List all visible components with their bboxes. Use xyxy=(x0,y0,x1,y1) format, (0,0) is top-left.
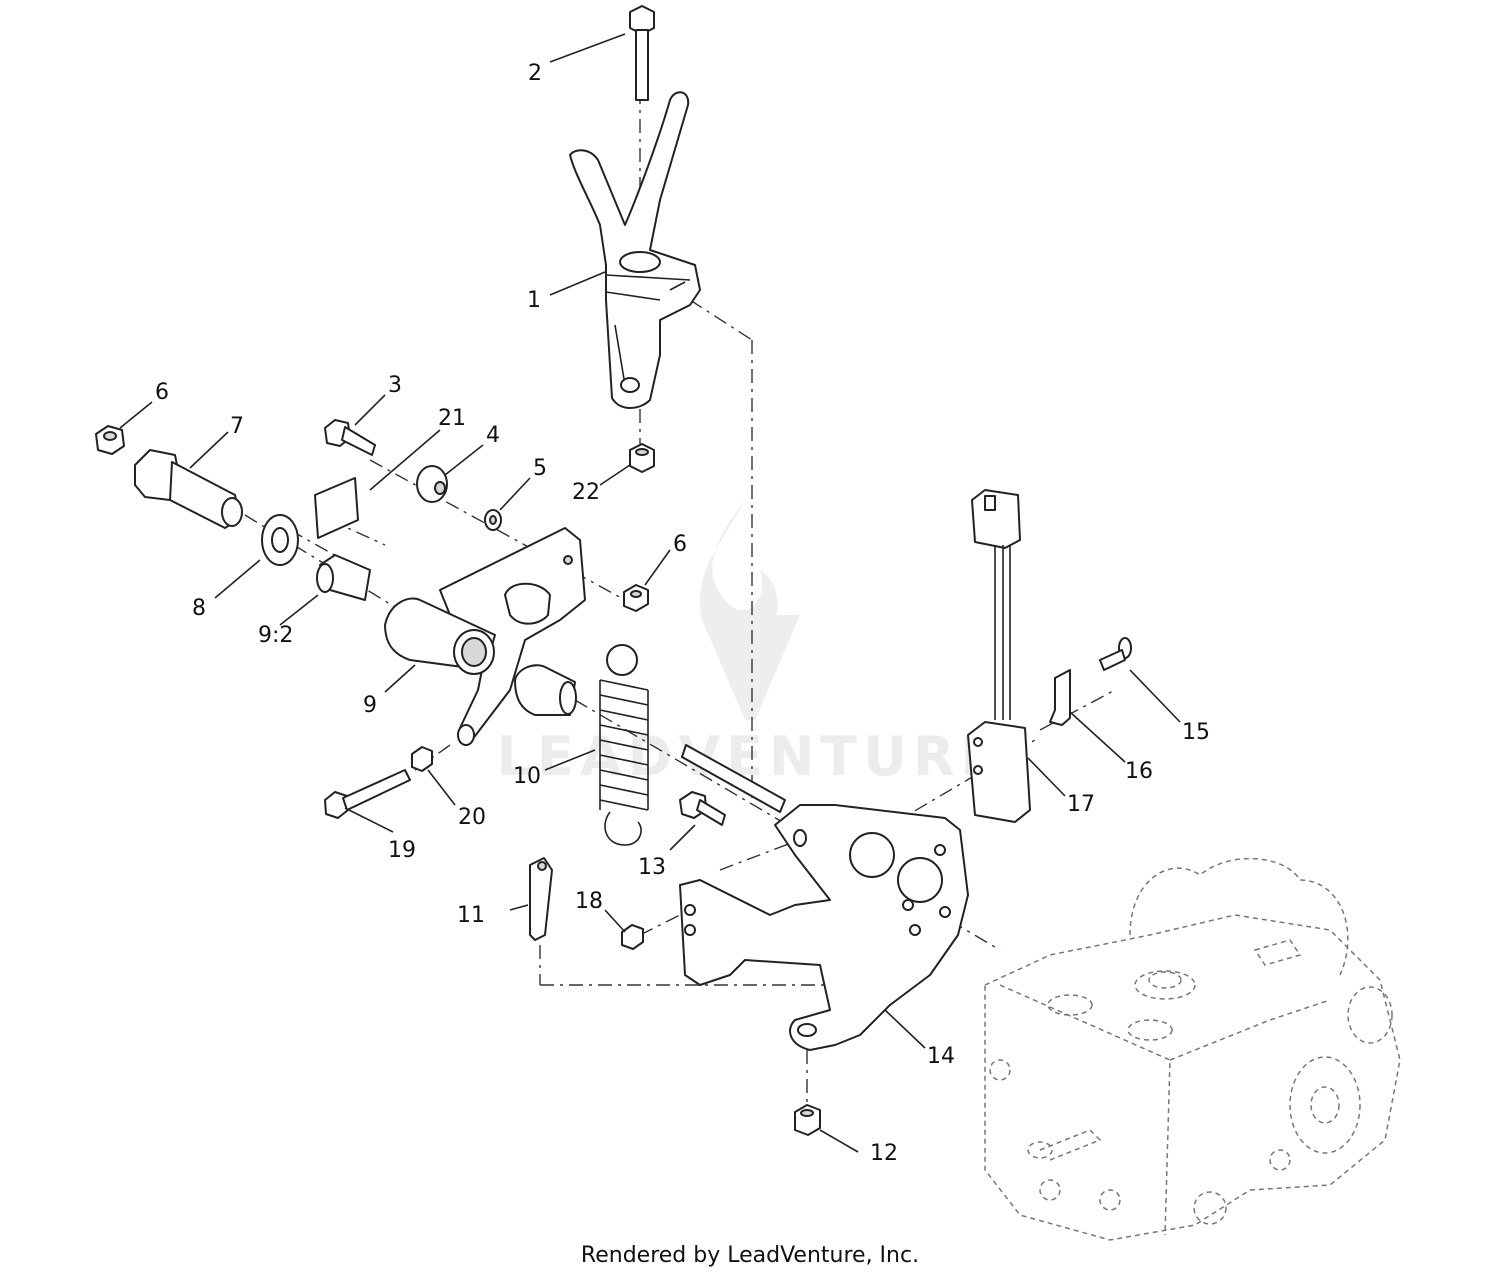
callout-10: 10 xyxy=(513,764,541,789)
part-20-nut xyxy=(411,746,433,772)
watermark-text: LEADVENTURE xyxy=(497,725,1004,788)
part-2-bolt xyxy=(629,5,655,101)
part-11-pin xyxy=(529,857,553,941)
hydraulic-pump-phantom xyxy=(984,857,1401,1241)
part-13-bolt xyxy=(679,744,786,826)
part-21-plate xyxy=(314,477,359,539)
callout-15: 15 xyxy=(1182,720,1210,745)
callout-9-2: 9:2 xyxy=(258,623,293,648)
part-3-bolt xyxy=(324,419,376,456)
callout-1: 1 xyxy=(527,288,541,313)
callout-4: 4 xyxy=(486,423,500,448)
assembly-lines xyxy=(244,90,1116,1110)
part-14-mounting-bracket xyxy=(679,804,969,1051)
footer-credit: Rendered by LeadVenture, Inc. xyxy=(581,1243,919,1268)
callout-7: 7 xyxy=(230,414,244,439)
part-10-spring xyxy=(599,644,649,846)
callout-5: 5 xyxy=(533,456,547,481)
callout-2: 2 xyxy=(528,61,542,86)
callout-3: 3 xyxy=(388,373,402,398)
part-9-bushing-right xyxy=(514,664,577,716)
part-6-nut-left xyxy=(95,425,125,455)
part-7-pivot-shaft xyxy=(134,449,243,529)
part-18-nut xyxy=(621,924,644,950)
part-6-nut-right xyxy=(623,584,649,612)
callout-leaders xyxy=(119,33,1181,1153)
part-5-washer xyxy=(484,509,502,531)
part-19-bolt xyxy=(324,769,411,819)
part-9-bracket-assembly xyxy=(384,527,586,746)
callout-8: 8 xyxy=(192,596,206,621)
callout-6-left: 6 xyxy=(155,380,169,405)
part-1-control-lever xyxy=(569,91,701,409)
part-12-nut xyxy=(794,1104,821,1136)
callout-12: 12 xyxy=(870,1141,898,1166)
callout-16: 16 xyxy=(1125,759,1153,784)
callout-17: 17 xyxy=(1067,792,1095,817)
callout-18: 18 xyxy=(575,889,603,914)
callout-6-right: 6 xyxy=(673,532,687,557)
callout-11: 11 xyxy=(457,903,485,928)
callout-21: 21 xyxy=(438,406,466,431)
callout-20: 20 xyxy=(458,805,486,830)
part-22-nut xyxy=(629,443,655,473)
callout-14: 14 xyxy=(927,1044,955,1069)
callout-22: 22 xyxy=(572,480,600,505)
part-9-2-bushing xyxy=(316,554,371,601)
callout-labels: 1 2 3 4 5 6 6 7 8 9 9:2 10 11 12 13 14 1… xyxy=(155,61,1210,1166)
part-17-sensor xyxy=(967,489,1031,823)
part-8-washer xyxy=(261,514,299,566)
part-16-clip xyxy=(1049,669,1071,726)
part-15-screw xyxy=(1099,637,1132,671)
callout-9: 9 xyxy=(363,693,377,718)
part-4-spacer xyxy=(416,465,448,503)
callout-13: 13 xyxy=(638,855,666,880)
callout-19: 19 xyxy=(388,838,416,863)
